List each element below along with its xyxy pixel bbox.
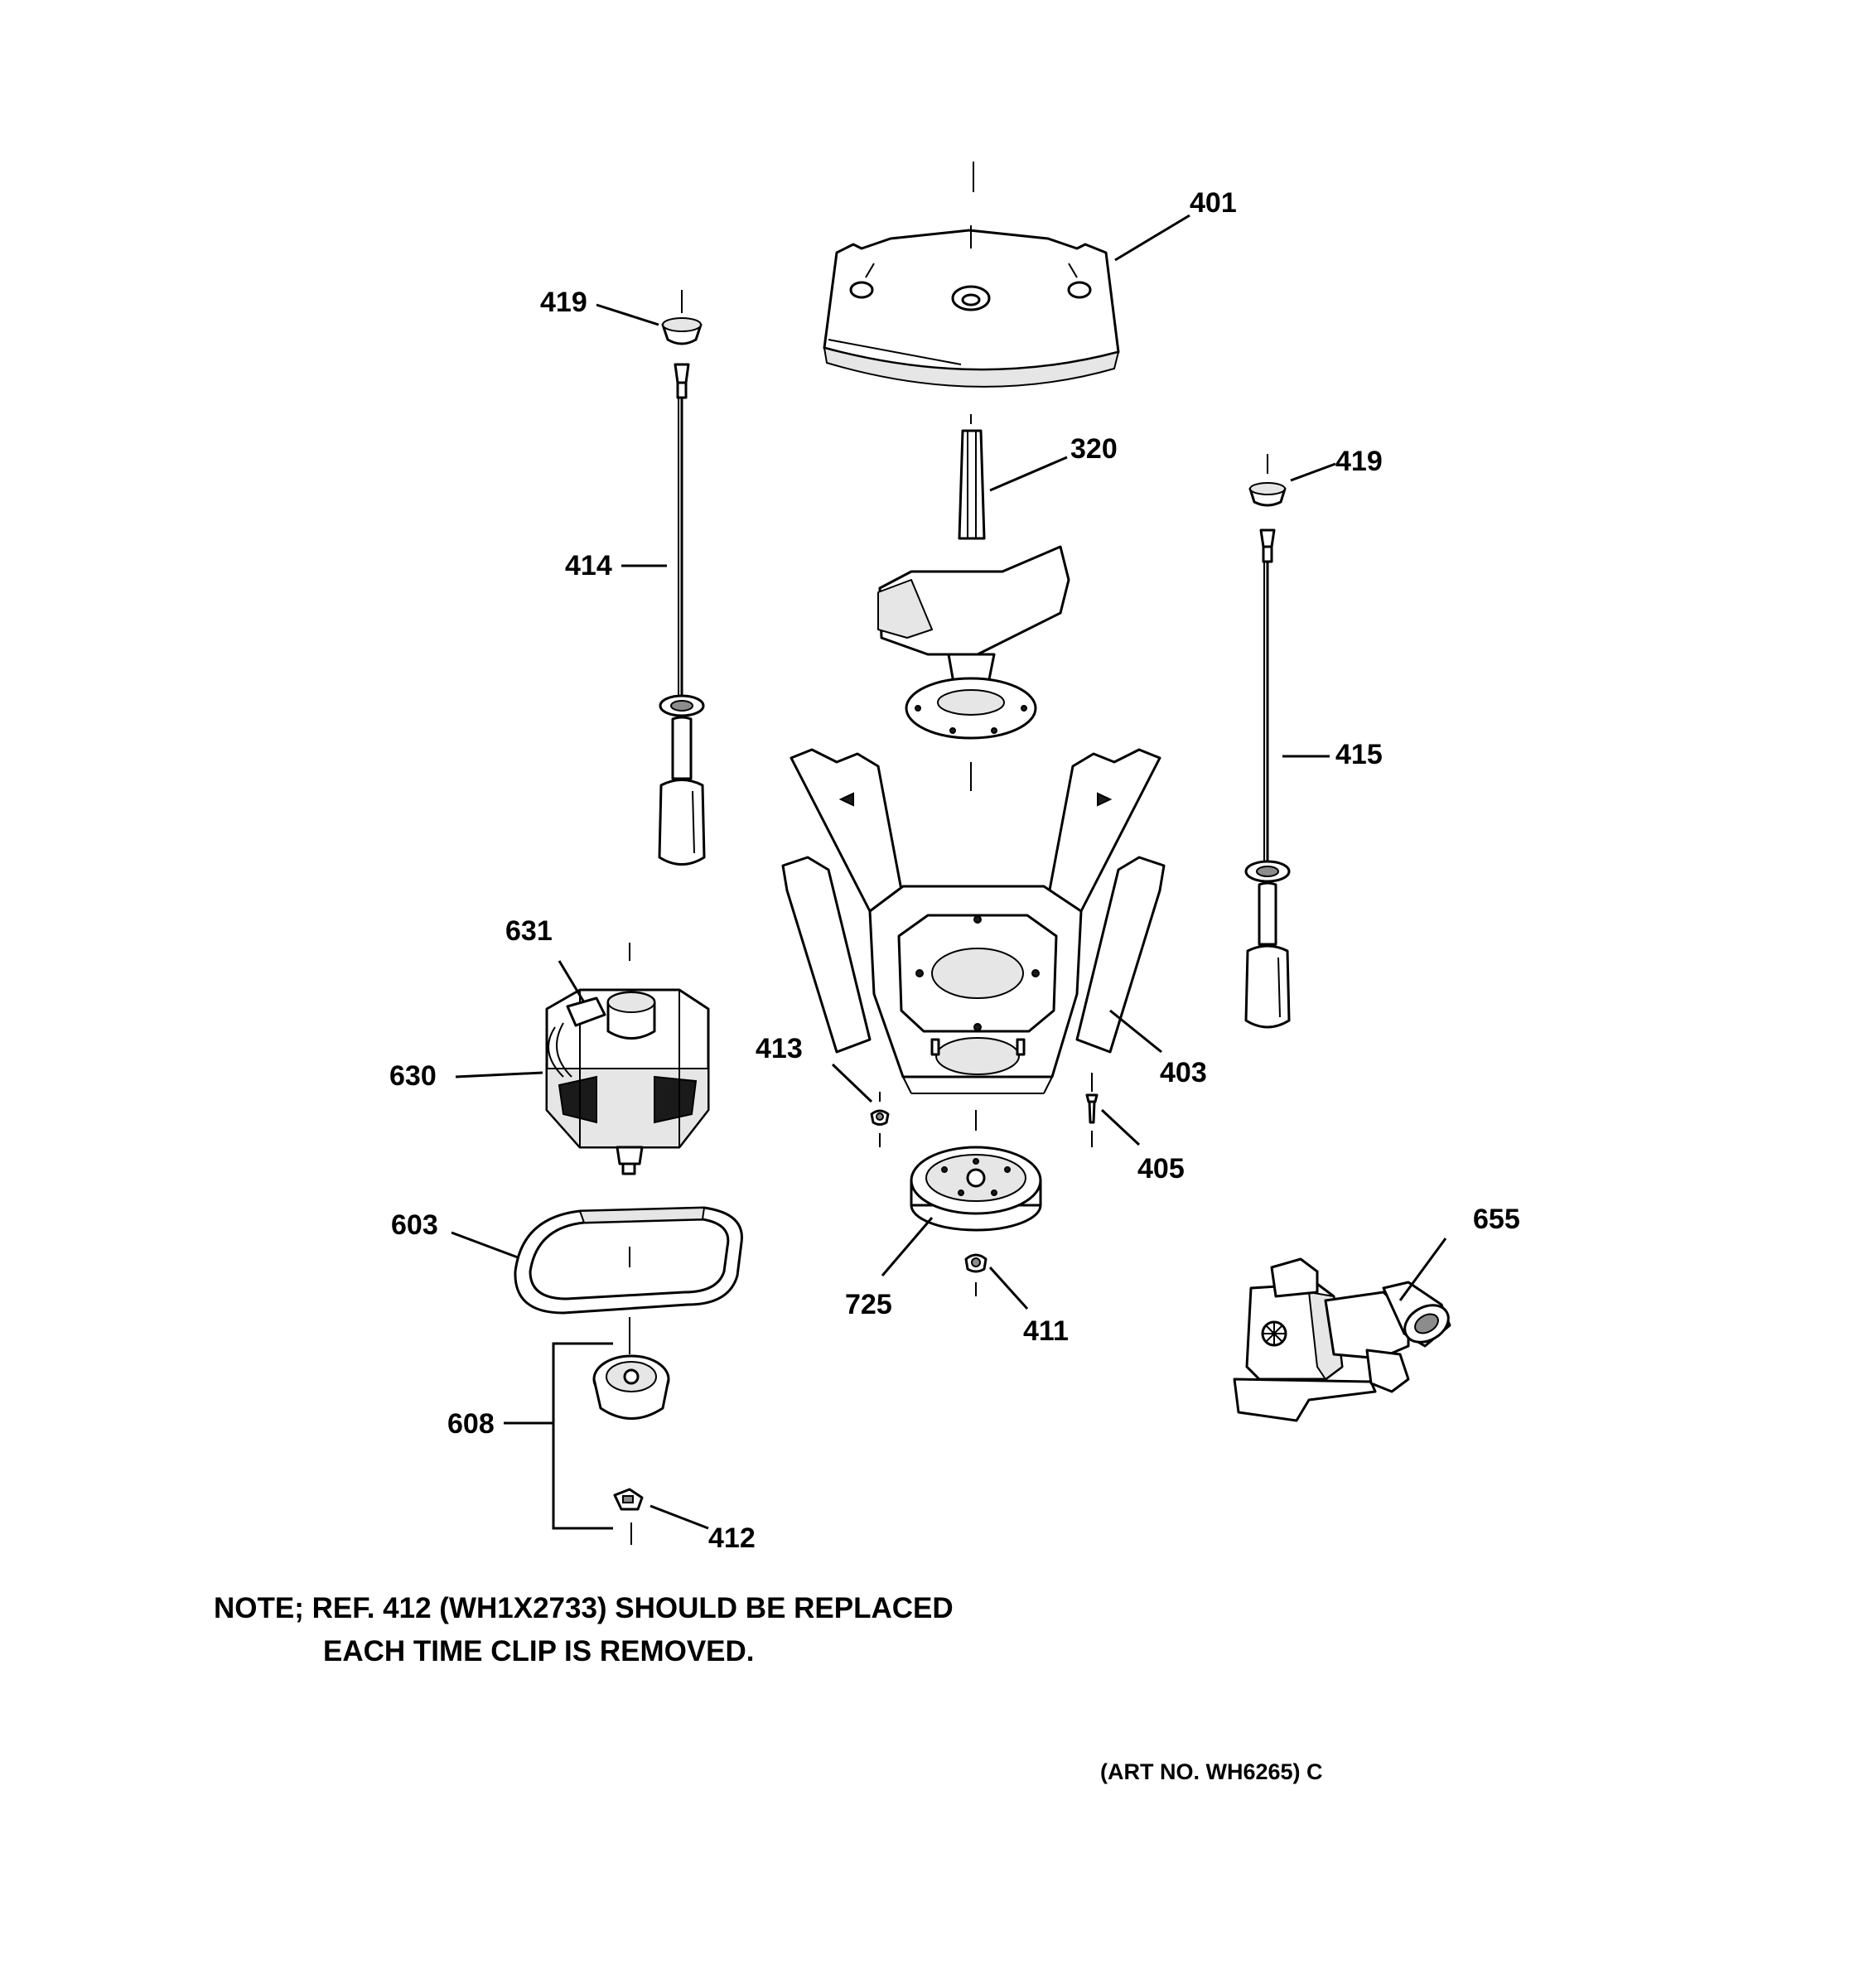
screw-405 [1085,1073,1099,1147]
callout-631: 631 [505,915,553,947]
tub-cover-401 [823,162,1120,388]
suspension-cap-left-419 [661,290,703,345]
motor-capacitor-631 [566,991,656,1040]
suspension-rod-right-415 [1244,528,1291,1029]
callout-401: 401 [1190,187,1237,219]
mounting-bracket-403 [781,748,1166,1094]
leader-413 [831,1063,873,1103]
callout-405: 405 [1137,1153,1185,1185]
callout-412: 412 [708,1522,756,1554]
callout-419-left: 419 [540,287,587,318]
leader-412 [650,1504,709,1530]
leader-630 [455,1071,543,1078]
leader-725 [881,1217,934,1276]
leader-655 [1398,1238,1447,1301]
callout-608: 608 [447,1408,495,1440]
callout-415: 415 [1335,739,1383,770]
leader-320 [989,456,1068,492]
pump-655 [1233,1257,1451,1422]
leader-411 [988,1266,1029,1310]
pulley-nut-411 [964,1253,988,1296]
leader-631 [558,960,586,1003]
leader-405 [1100,1108,1141,1146]
leader-419-left [596,303,659,326]
suspension-cap-right-419 [1248,454,1287,507]
pulley-725 [910,1110,1042,1232]
callout-320: 320 [1070,433,1118,465]
callout-725: 725 [845,1289,892,1320]
art-number: (ART NO. WH6265) C [1100,1759,1323,1784]
bracket-608 [552,1342,613,1530]
callout-414: 414 [565,550,612,581]
callout-413: 413 [756,1033,803,1064]
drive-belt-603 [514,1206,743,1342]
motor-pulley-kit-608 [592,1342,670,1545]
suspension-rod-left-414 [658,363,706,866]
transmission-320 [877,414,1070,791]
note-line-2: EACH TIME CLIP IS REMOVED. [323,1635,755,1667]
leader-403 [1109,1009,1162,1054]
note-line-1: NOTE; REF. 412 (WH1X2733) SHOULD BE REPL… [214,1592,954,1624]
drive-motor-630 [545,943,710,1175]
leader-603 [451,1231,519,1259]
callout-419-right: 419 [1335,446,1383,477]
callout-403: 403 [1160,1057,1207,1088]
callout-655: 655 [1473,1204,1520,1235]
callout-630: 630 [389,1060,437,1092]
callout-411: 411 [1023,1315,1069,1347]
callout-603: 603 [391,1209,438,1241]
nut-413 [870,1092,890,1147]
leader-401 [1114,214,1190,262]
leader-419-right [1290,462,1336,482]
